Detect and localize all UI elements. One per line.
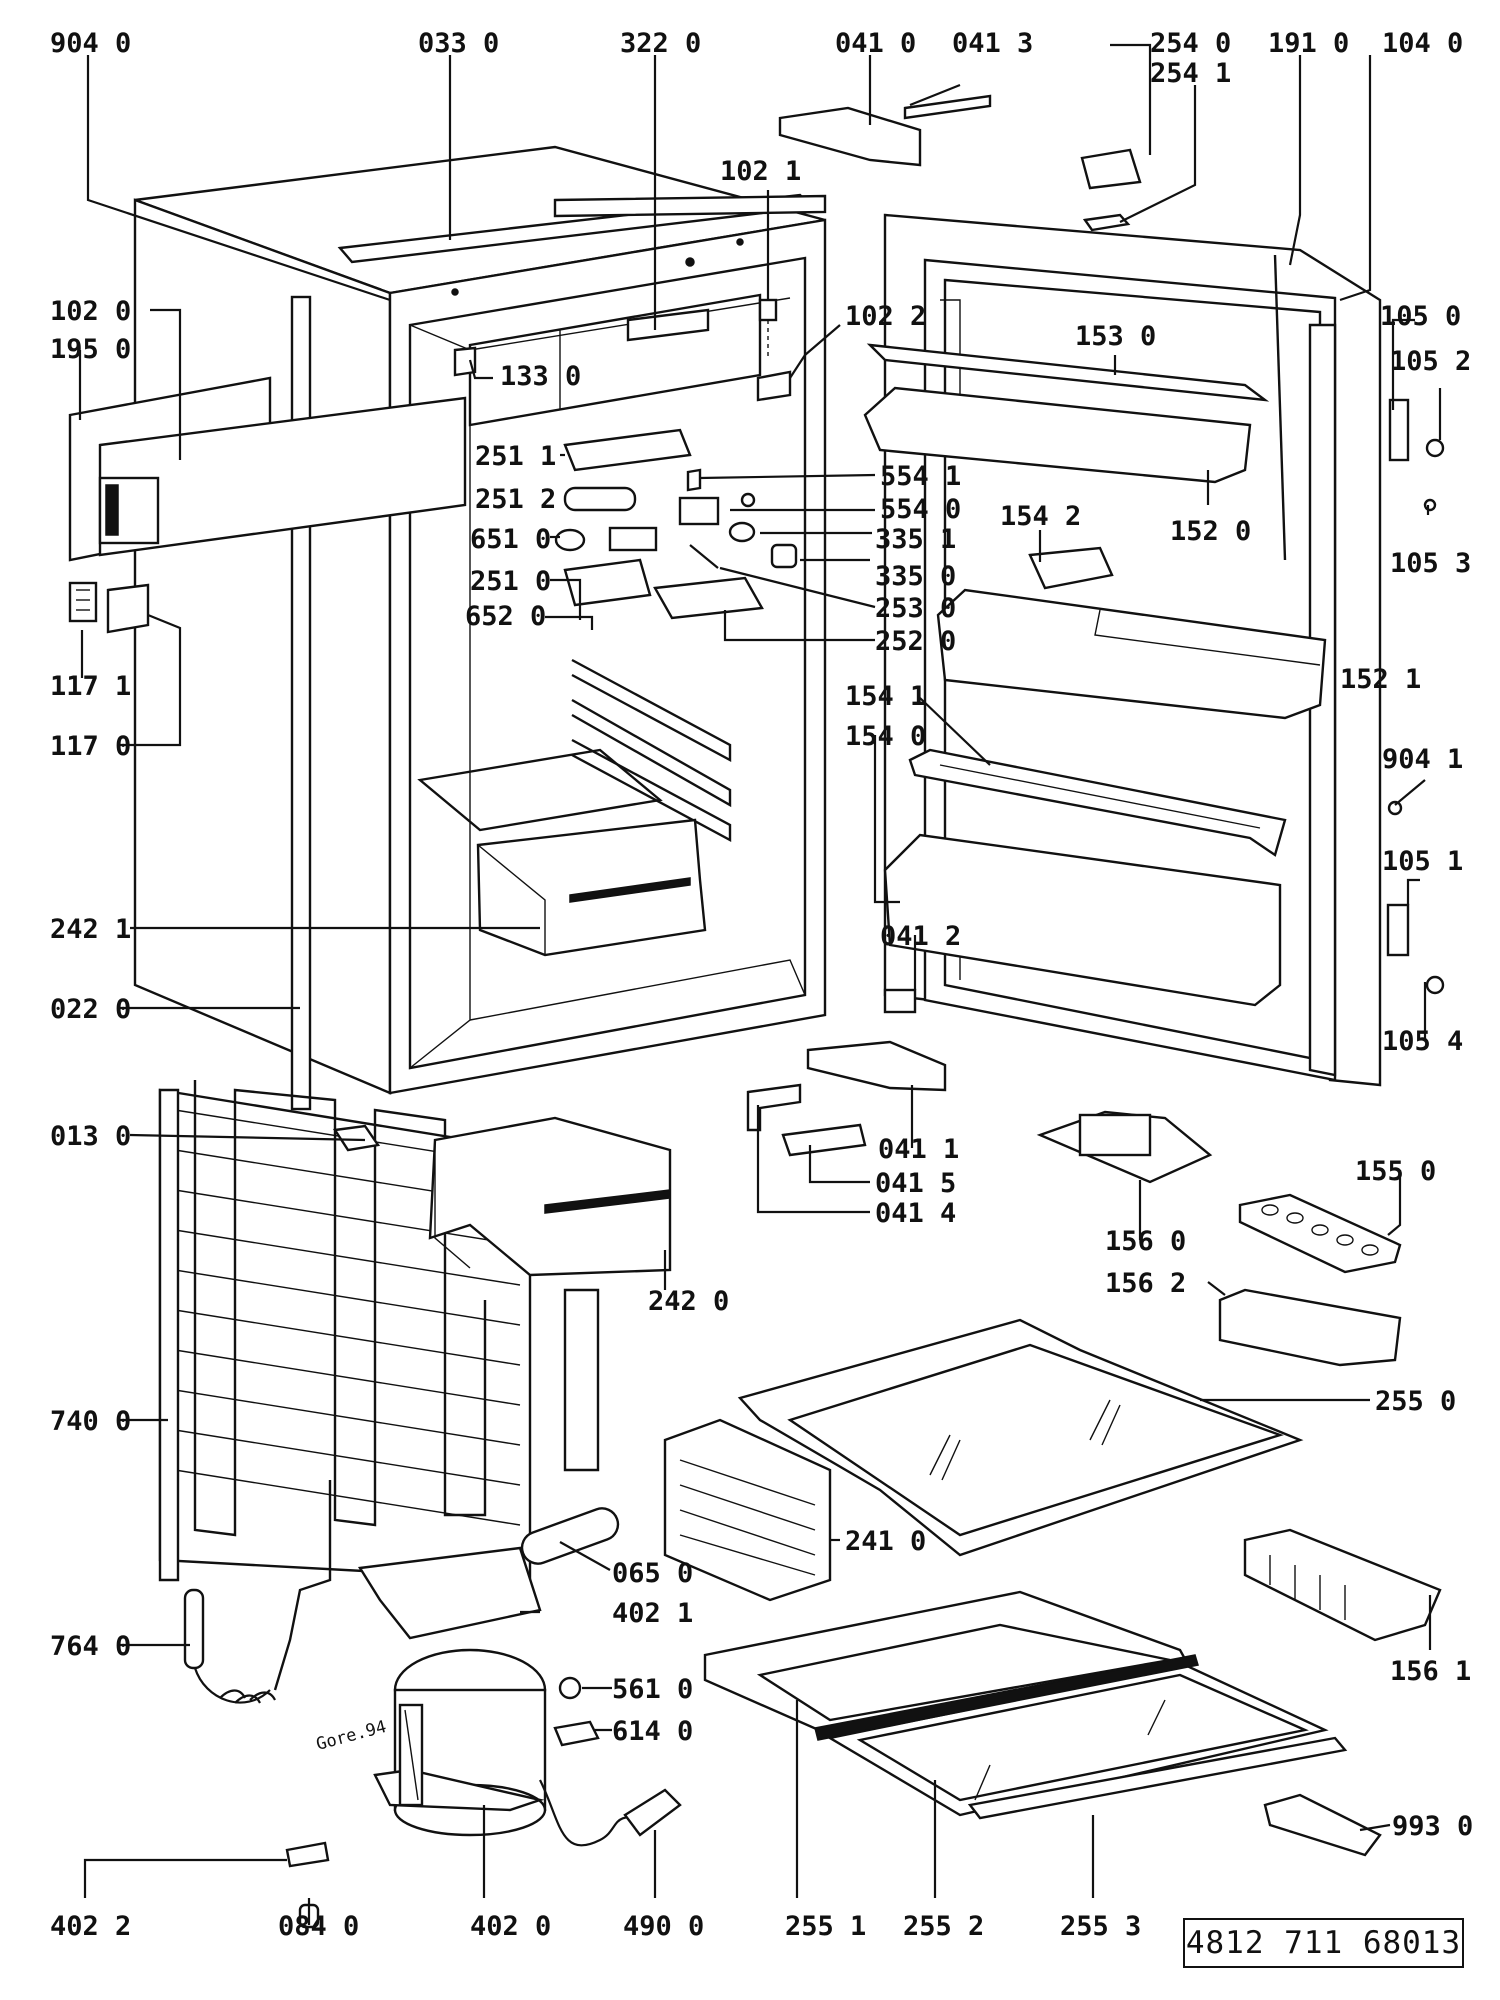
label-154-2: 154 2 bbox=[1000, 501, 1081, 532]
label-254-0: 254 0 bbox=[1150, 28, 1231, 59]
label-251-0: 251 0 bbox=[470, 566, 551, 597]
label-041-2: 041 2 bbox=[880, 921, 961, 952]
label-117-0: 117 0 bbox=[50, 731, 131, 762]
label-242-1: 242 1 bbox=[50, 914, 131, 945]
label-652-0: 652 0 bbox=[465, 601, 546, 632]
door bbox=[863, 213, 1445, 1087]
label-402-1: 402 1 bbox=[612, 1598, 693, 1629]
label-013-0: 013 0 bbox=[50, 1121, 131, 1152]
label-255-1: 255 1 bbox=[785, 1911, 866, 1942]
label-251-1: 251 1 bbox=[475, 441, 556, 472]
label-252-0: 252 0 bbox=[875, 626, 956, 657]
label-041-4: 041 4 bbox=[875, 1198, 956, 1229]
label-117-1: 117 1 bbox=[50, 671, 131, 702]
label-105-3: 105 3 bbox=[1390, 548, 1471, 579]
label-904-0: 904 0 bbox=[50, 28, 131, 59]
label-105-2: 105 2 bbox=[1390, 346, 1471, 377]
label-153-0: 153 0 bbox=[1075, 321, 1156, 352]
label-255-3: 255 3 bbox=[1060, 1911, 1141, 1942]
label-154-1: 154 1 bbox=[845, 681, 926, 712]
label-251-2: 251 2 bbox=[475, 484, 556, 515]
label-993-0: 993 0 bbox=[1392, 1811, 1473, 1842]
label-105-1: 105 1 bbox=[1382, 846, 1463, 877]
label-764-0: 764 0 bbox=[50, 1631, 131, 1662]
label-322-0: 322 0 bbox=[620, 28, 701, 59]
leader-lines bbox=[78, 43, 1442, 1925]
label-155-0: 155 0 bbox=[1355, 1156, 1436, 1187]
label-242-0: 242 0 bbox=[648, 1286, 729, 1317]
label-255-2: 255 2 bbox=[903, 1911, 984, 1942]
label-241-0: 241 0 bbox=[845, 1526, 926, 1557]
label-105-4: 105 4 bbox=[1382, 1026, 1463, 1057]
label-554-0: 554 0 bbox=[880, 494, 961, 525]
label-335-0: 335 0 bbox=[875, 561, 956, 592]
label-152-0: 152 0 bbox=[1170, 516, 1251, 547]
interior-parts bbox=[453, 298, 798, 957]
label-335-1: 335 1 bbox=[875, 524, 956, 555]
label-022-0: 022 0 bbox=[50, 994, 131, 1025]
label-102-1: 102 1 bbox=[720, 156, 801, 187]
label-904-1: 904 1 bbox=[1382, 744, 1463, 775]
label-102-2: 102 2 bbox=[845, 301, 926, 332]
label-253-0: 253 0 bbox=[875, 593, 956, 624]
label-084-0: 084 0 bbox=[278, 1911, 359, 1942]
label-254-1: 254 1 bbox=[1150, 58, 1231, 89]
label-402-0: 402 0 bbox=[470, 1911, 551, 1942]
label-154-0: 154 0 bbox=[845, 721, 926, 752]
label-402-2: 402 2 bbox=[50, 1911, 131, 1942]
label-102-0: 102 0 bbox=[50, 296, 131, 327]
label-156-2: 156 2 bbox=[1105, 1268, 1186, 1299]
label-740-0: 740 0 bbox=[50, 1406, 131, 1437]
label-065-0: 065 0 bbox=[612, 1558, 693, 1589]
label-561-0: 561 0 bbox=[612, 1674, 693, 1705]
label-133-0: 133 0 bbox=[500, 361, 581, 392]
label-041-0: 041 0 bbox=[835, 28, 916, 59]
left-parts bbox=[68, 376, 467, 634]
part-labels: 904 0 033 0 322 0 041 0 041 3 254 0 254 … bbox=[50, 28, 1473, 1942]
label-041-3: 041 3 bbox=[952, 28, 1033, 59]
label-651-0: 651 0 bbox=[470, 524, 551, 555]
label-614-0: 614 0 bbox=[612, 1716, 693, 1747]
hinges bbox=[746, 94, 1142, 1157]
label-033-0: 033 0 bbox=[418, 28, 499, 59]
label-195-0: 195 0 bbox=[50, 334, 131, 365]
label-105-0: 105 0 bbox=[1380, 301, 1461, 332]
label-554-1: 554 1 bbox=[880, 461, 961, 492]
label-490-0: 490 0 bbox=[623, 1911, 704, 1942]
label-104-0: 104 0 bbox=[1382, 28, 1463, 59]
document-number: 4812 711 68013 bbox=[1183, 1918, 1464, 1968]
label-041-1: 041 1 bbox=[878, 1134, 959, 1165]
label-152-1: 152 1 bbox=[1340, 664, 1421, 695]
label-156-1: 156 1 bbox=[1390, 1656, 1471, 1687]
label-041-5: 041 5 bbox=[875, 1168, 956, 1199]
label-156-0: 156 0 bbox=[1105, 1226, 1186, 1257]
handwritten-signature: Gore.94 bbox=[314, 1717, 388, 1755]
condenser-system: Gore.94 bbox=[158, 1080, 682, 1929]
label-191-0: 191 0 bbox=[1268, 28, 1349, 59]
label-255-0: 255 0 bbox=[1375, 1386, 1456, 1417]
shelves-containers bbox=[428, 1110, 1442, 1857]
